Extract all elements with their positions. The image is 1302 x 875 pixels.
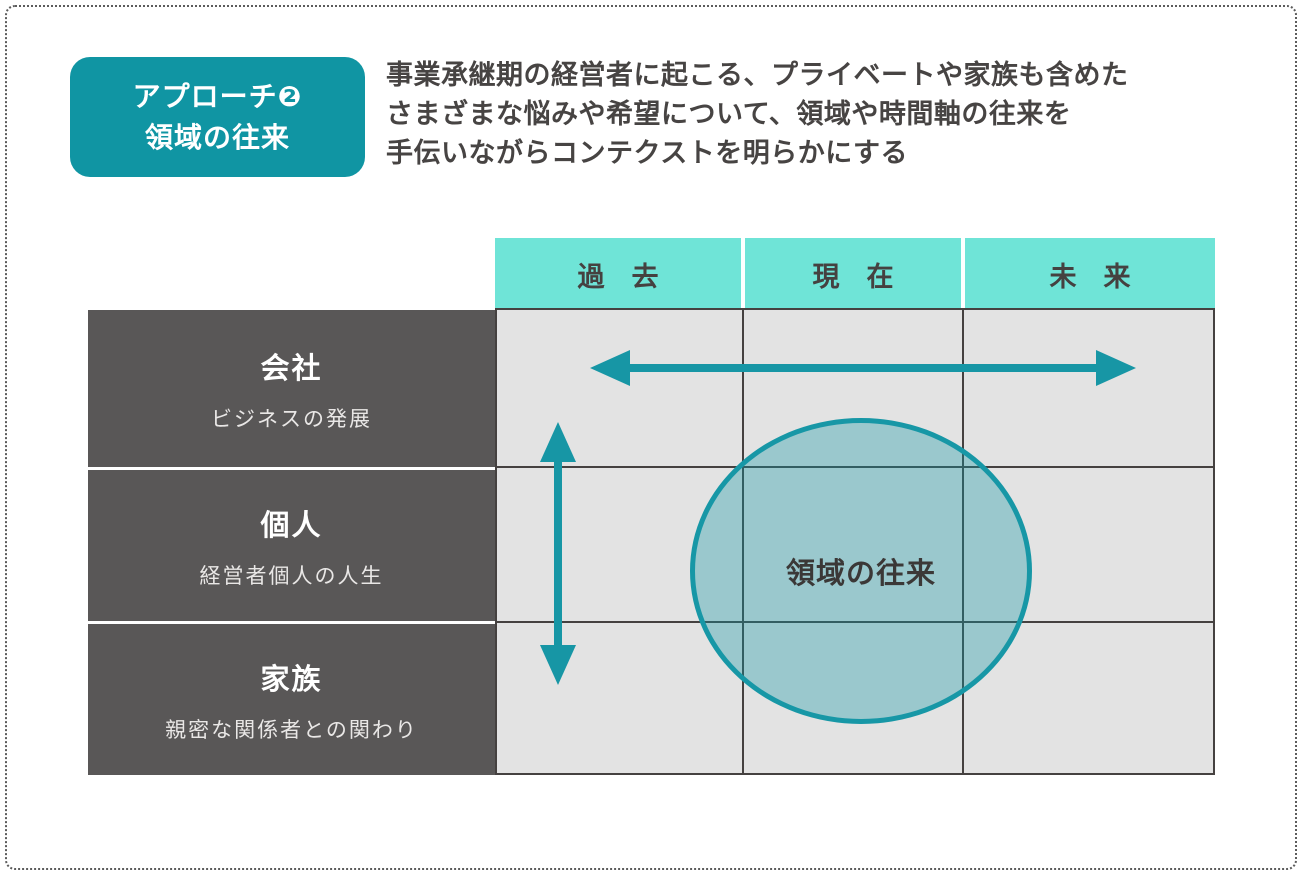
domain-traversal-ellipse: 領域の往来 (690, 418, 1032, 724)
description-line-2: さまざまな悩みや希望について、領域や時間軸の往来を (386, 99, 1072, 129)
approach-badge-line2: 領域の往来 (144, 122, 290, 153)
row-title-family: 家族 (260, 663, 323, 696)
ellipse-label: 領域の往来 (785, 558, 936, 590)
row-subtitle-family: 親密な関係者との関わり (165, 718, 418, 742)
row-subtitle-company: ビジネスの発展 (211, 407, 372, 431)
row-label-family: 家族 親密な関係者との関わり (88, 624, 495, 775)
row-label-company: 会社 ビジネスの発展 (88, 310, 495, 467)
description-line-3: 手伝いながらコンテクストを明らかにする (386, 138, 908, 168)
description-line-1: 事業承継期の経営者に起こる、プライベートや家族も含めた (386, 60, 1129, 90)
row-subtitle-individual: 経営者個人の人生 (199, 564, 384, 588)
column-header-past: 過 去 (495, 238, 741, 310)
description-text: 事業承継期の経営者に起こる、プライベートや家族も含めた さまざまな悩みや希望につ… (386, 56, 1129, 173)
matrix-column-headers: 過 去 現 在 未 来 (495, 238, 1215, 310)
row-title-company: 会社 (260, 352, 323, 385)
row-title-individual: 個人 (260, 509, 323, 542)
approach-badge: アプローチ❷ 領域の往来 (70, 57, 365, 177)
column-header-future: 未 来 (965, 238, 1215, 310)
column-header-present: 現 在 (745, 238, 961, 310)
row-label-individual: 個人 経営者個人の人生 (88, 470, 495, 621)
approach-badge-line1: アプローチ❷ (132, 81, 303, 112)
matrix-row-labels: 会社 ビジネスの発展 個人 経営者個人の人生 家族 親密な関係者との関わり (88, 310, 495, 775)
